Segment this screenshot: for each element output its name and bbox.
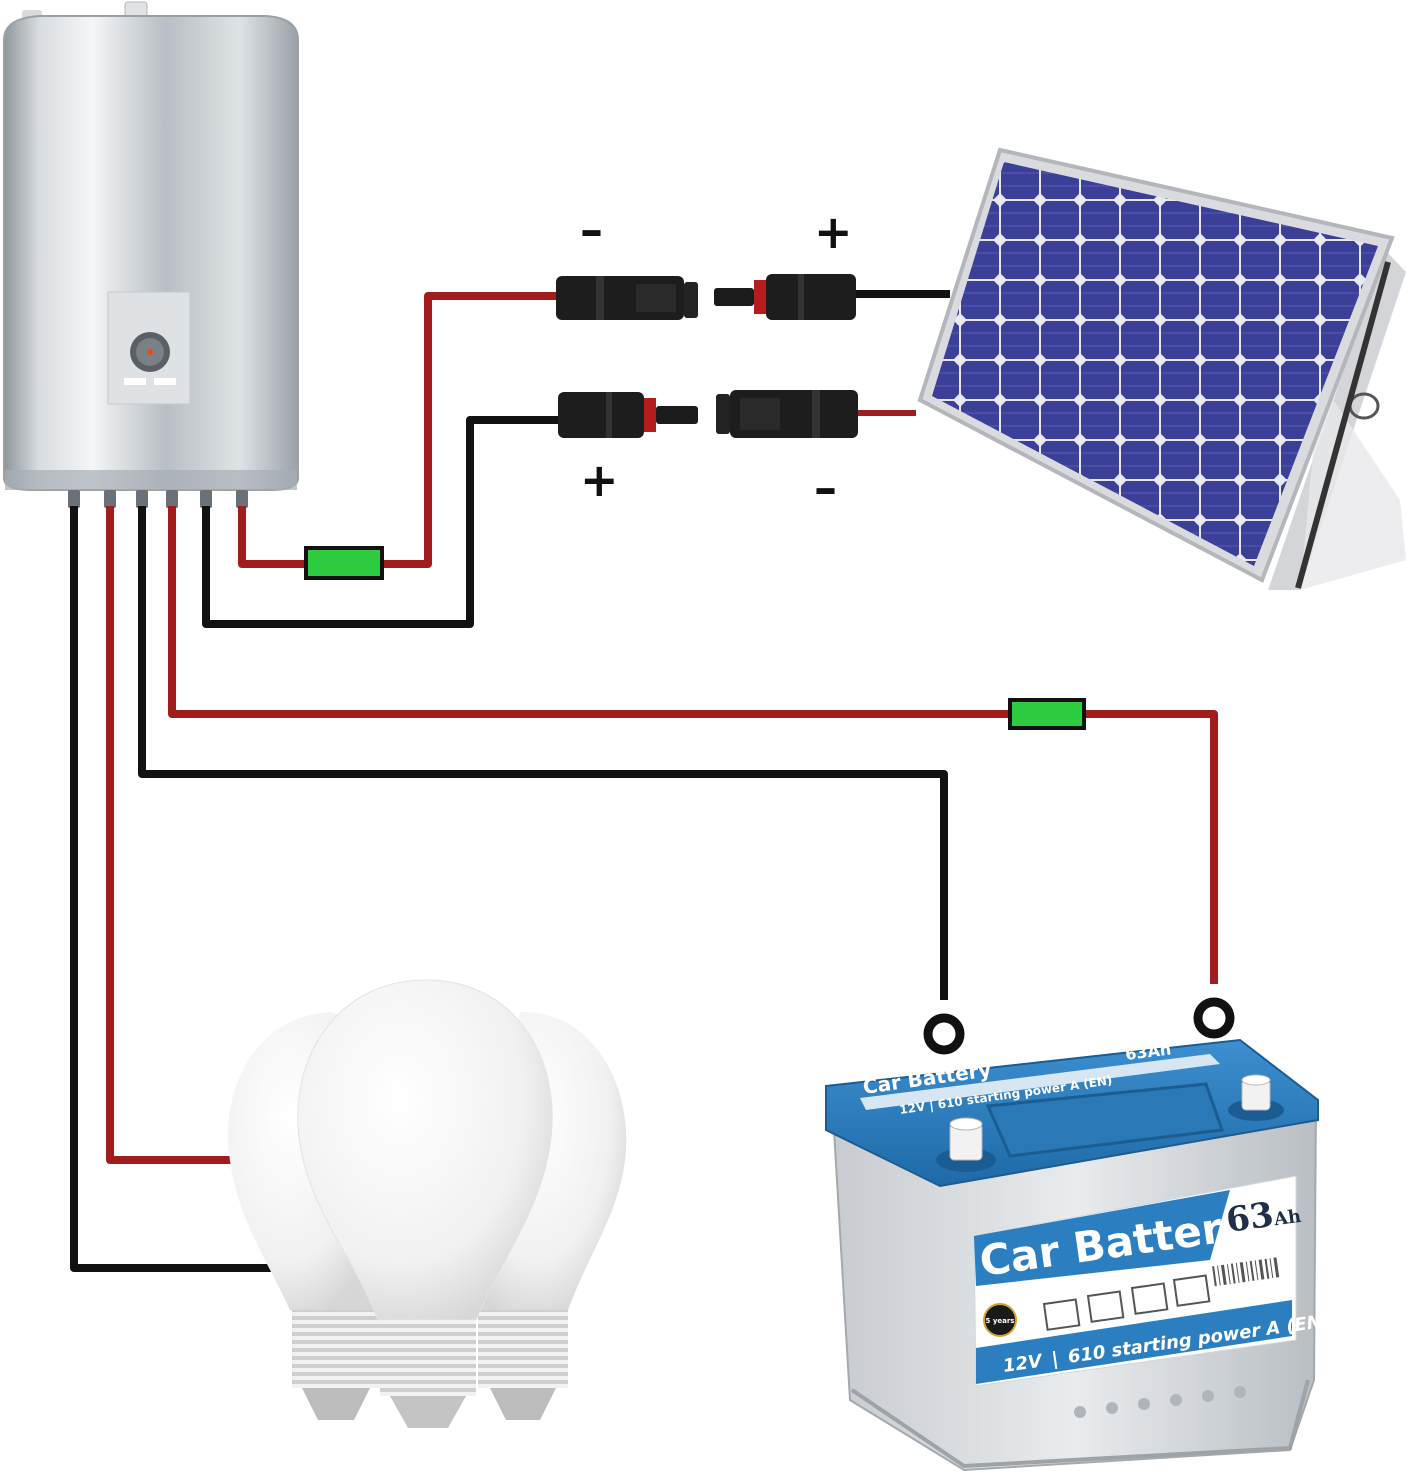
mc4-connector-icon xyxy=(714,274,856,320)
pv-positive-wire xyxy=(242,506,306,564)
warranty-label: 5 years xyxy=(986,1317,1015,1325)
controller-terminals xyxy=(68,490,248,508)
polarity-label-bottom-left: + xyxy=(580,453,619,507)
mc4-connector-icon xyxy=(556,276,698,320)
battery-positive-wire xyxy=(172,506,1010,714)
ring-terminal-icon xyxy=(928,1018,960,1050)
polarity-label-top-left: – xyxy=(580,203,603,257)
solar-panel-icon xyxy=(920,150,1406,590)
water-heater-controller-icon xyxy=(4,2,298,490)
battery-capacity-unit: Ah xyxy=(1272,1206,1303,1231)
battery-negative-wire xyxy=(142,506,944,1000)
battery-capacity-value: 63 xyxy=(1224,1195,1276,1241)
car-battery-icon: Car Battery 63Ah 12V | 610 starting powe… xyxy=(826,1040,1331,1470)
ring-terminal-icon xyxy=(1198,1002,1230,1034)
polarity-label-top-right: + xyxy=(814,205,853,259)
fuse-icon xyxy=(306,548,382,578)
polarity-label-bottom-right: – xyxy=(814,461,837,515)
battery-positive-wire-2 xyxy=(1084,714,1214,984)
mc4-connector-icon xyxy=(558,392,698,438)
fuse-icon xyxy=(1010,700,1084,728)
mc4-connector-icon xyxy=(716,390,858,438)
warranty-badge-icon: 5 years xyxy=(984,1304,1016,1336)
